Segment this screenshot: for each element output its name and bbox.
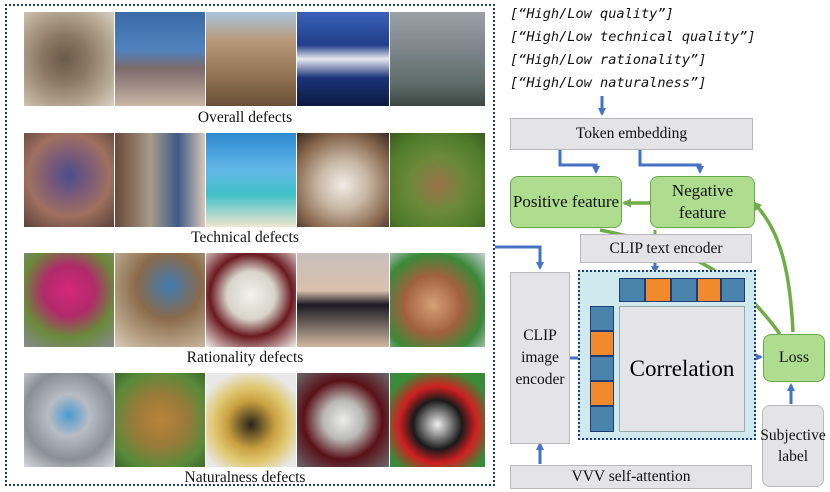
example-image — [115, 253, 205, 347]
example-image — [390, 253, 485, 347]
clip-text-encoder-block: CLIP text encoder — [580, 234, 752, 263]
positive-feature-block: Positive feature — [510, 176, 622, 228]
example-image — [390, 12, 485, 106]
text-token — [671, 278, 697, 302]
text-token — [721, 278, 745, 302]
loss-block: Loss — [763, 334, 825, 382]
correlation-matrix: Correlation — [619, 306, 745, 432]
text-token — [645, 278, 671, 302]
example-image — [297, 12, 389, 106]
example-image — [297, 373, 389, 467]
example-image — [24, 133, 114, 227]
arrow — [558, 149, 600, 174]
vvv-self-attention-block: VVV self-attention — [510, 465, 752, 489]
example-image — [297, 133, 389, 227]
category-caption: Overall defects — [197, 109, 293, 126]
category-caption: Rationality defects — [186, 349, 304, 366]
text-prompt: [“High/Low technical quality”] — [510, 29, 756, 45]
category-caption: Naturalness defects — [184, 469, 306, 486]
image-token — [590, 381, 614, 406]
example-image — [115, 12, 205, 106]
example-image — [390, 373, 485, 467]
arrow — [752, 201, 795, 333]
example-image — [206, 373, 296, 467]
example-image — [24, 373, 114, 467]
image-token — [590, 356, 614, 381]
text-prompt: [“High/Low quality”] — [510, 6, 674, 22]
example-image — [297, 253, 389, 347]
example-image — [115, 373, 205, 467]
text-token — [619, 278, 645, 302]
example-image — [206, 253, 296, 347]
clip-image-encoder-block: CLIP image encoder — [510, 272, 570, 444]
subjective-label-block: Subjective label — [760, 405, 826, 487]
arrow — [638, 149, 704, 174]
text-prompt: [“High/Low rationality”] — [510, 52, 707, 68]
text-prompt: [“High/Low naturalness”] — [510, 75, 707, 91]
text-token — [697, 278, 721, 302]
example-image — [206, 133, 296, 227]
example-image — [24, 12, 114, 106]
example-image — [115, 133, 205, 227]
example-image — [206, 12, 296, 106]
example-image — [24, 253, 114, 347]
example-image — [390, 133, 485, 227]
arrow — [495, 245, 544, 270]
category-caption: Technical defects — [191, 229, 299, 246]
negative-feature-block: Negative feature — [650, 176, 755, 228]
defect-examples-panel — [5, 4, 495, 486]
token-embedding-block: Token embedding — [510, 118, 753, 150]
image-token — [590, 406, 614, 432]
image-token — [590, 306, 614, 331]
image-token — [590, 331, 614, 356]
